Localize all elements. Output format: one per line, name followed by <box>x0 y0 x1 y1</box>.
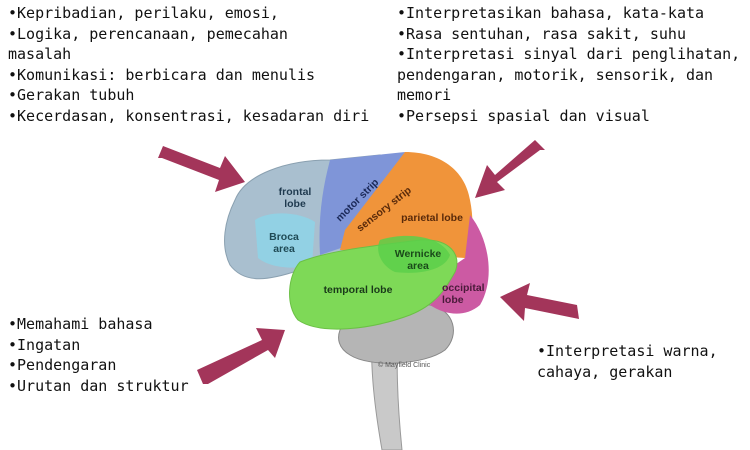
arrow-icon <box>475 140 545 198</box>
list-item: •Interpretasikan bahasa, kata-kata <box>397 4 705 22</box>
list-item: •Kepribadian, perilaku, emosi, <box>8 4 279 22</box>
occipital-functions-list: •Interpretasi warna, cahaya, gerakan <box>537 341 718 382</box>
temporal-functions-list: •Memahami bahasa •Ingatan •Pendengaran •Uru… <box>8 314 189 396</box>
broca-label: area <box>273 243 295 255</box>
list-item: •Pendengaran <box>8 356 117 374</box>
arrow-icon <box>197 328 285 384</box>
arrows <box>158 140 579 384</box>
list-item: •Ingatan <box>8 335 81 354</box>
sensory-strip <box>340 152 473 258</box>
list-item: •Persepsi spasial dan visual <box>397 106 650 125</box>
list-item: •Kecerdasan, konsentrasi, kesadaran diri <box>8 106 370 125</box>
arrow-icon <box>158 146 245 192</box>
frontal-functions-list: •Kepribadian, perilaku, emosi, •Logika, p… <box>8 3 369 126</box>
parietal-functions-list: •Interpretasikan bahasa, kata-kata •Rasa … <box>397 3 740 126</box>
occipital-label: lobe <box>442 294 464 306</box>
list-item: memori <box>397 86 452 104</box>
list-item: •Komunikasi: berbicara dan menulis <box>8 65 316 84</box>
list-item: •Memahami bahasa <box>8 315 153 333</box>
broca-label: Broca <box>269 231 299 243</box>
wernicke-label: area <box>407 260 429 272</box>
list-item: pendengaran, motorik, sensorik, dan <box>397 65 714 84</box>
wernicke-label: Wernicke <box>395 248 442 260</box>
list-item: •Rasa sentuhan, rasa sakit, suhu <box>397 24 686 43</box>
wernicke-area <box>378 235 450 273</box>
list-item: •Gerakan tubuh <box>8 86 135 104</box>
frontal-label: frontal <box>279 186 312 198</box>
list-item: •Interpretasi warna, <box>537 342 718 360</box>
list-item: •Logika, perencanaan, pemecahan <box>8 24 288 43</box>
list-item: •Urutan dan struktur <box>8 376 189 395</box>
frontal-label: lobe <box>284 198 306 210</box>
temporal-label: temporal lobe <box>324 284 393 296</box>
list-item: •Interpretasi sinyal dari penglihatan, <box>397 45 741 63</box>
list-item: masalah <box>8 45 72 63</box>
parietal-label: parietal lobe <box>401 212 463 224</box>
broca-area <box>255 213 315 268</box>
occipital-label: occipital <box>442 282 485 294</box>
arrow-icon <box>500 283 579 321</box>
credit-label: © Mayfield Clinic <box>378 361 431 369</box>
list-item: cahaya, gerakan <box>537 362 673 381</box>
motor-strip <box>319 152 405 255</box>
